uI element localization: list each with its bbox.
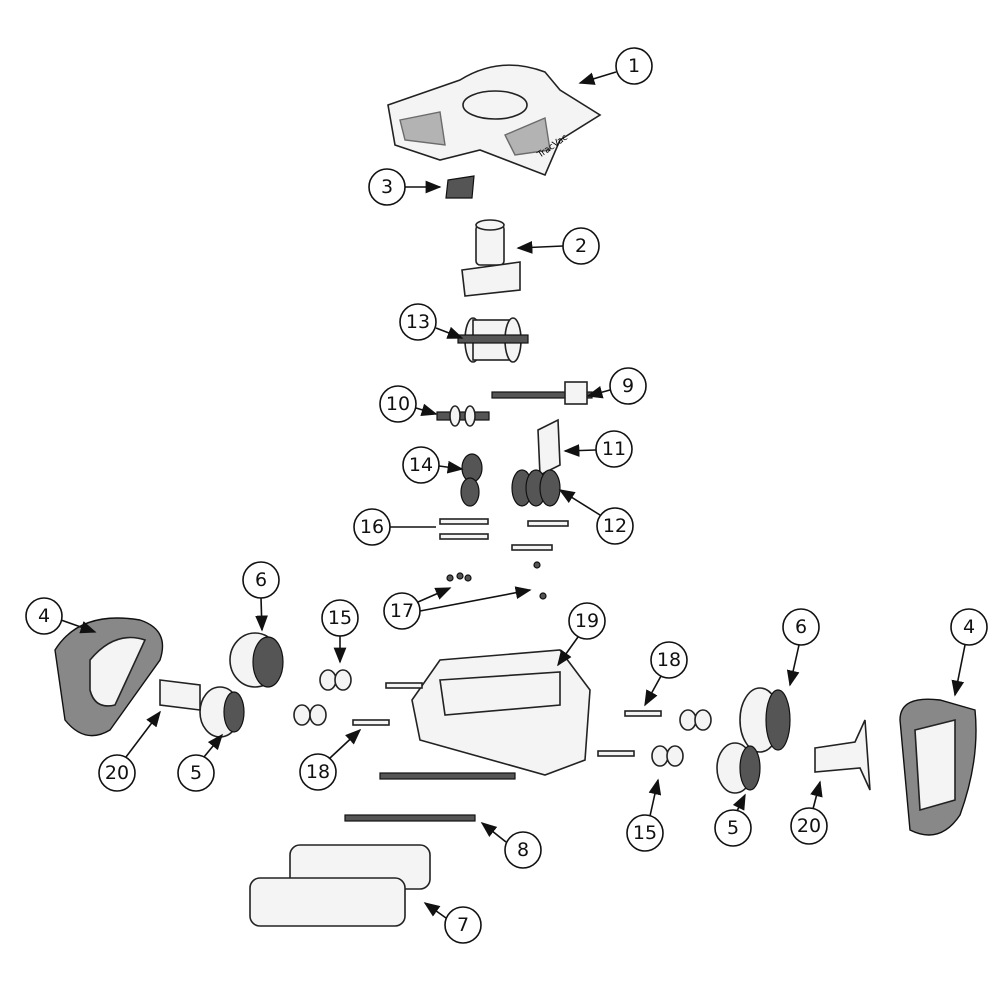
swivel-part xyxy=(461,219,521,297)
gear-plate-part xyxy=(537,418,561,477)
gear-cluster-right-part xyxy=(511,469,561,507)
svg-text:15: 15 xyxy=(633,822,657,844)
wheel-small-left-part xyxy=(199,686,245,738)
callout-8: 8 xyxy=(504,831,542,869)
callout-4-right: 4 xyxy=(950,608,988,646)
callout-14: 14 xyxy=(402,446,440,484)
callout-4-left: 4 xyxy=(25,597,63,635)
screws-part xyxy=(446,561,547,600)
wheel-large-right-part xyxy=(739,687,791,753)
svg-text:20: 20 xyxy=(797,815,821,837)
callout-10: 10 xyxy=(379,385,417,423)
callout-11: 11 xyxy=(595,430,633,468)
svg-text:5: 5 xyxy=(190,762,202,784)
svg-text:10: 10 xyxy=(386,393,410,415)
svg-text:7: 7 xyxy=(457,914,469,936)
svg-text:16: 16 xyxy=(360,516,384,538)
svg-text:18: 18 xyxy=(657,649,681,671)
callout-19: 19 xyxy=(568,602,606,640)
svg-text:2: 2 xyxy=(575,235,587,257)
bearings-left-part xyxy=(293,669,352,726)
svg-text:6: 6 xyxy=(255,569,267,591)
callout-1: 1 xyxy=(615,47,653,85)
svg-text:20: 20 xyxy=(105,762,129,784)
track-left-part xyxy=(54,617,164,737)
callout-18-left: 18 xyxy=(299,753,337,791)
svg-text:17: 17 xyxy=(390,600,414,622)
callout-18-right: 18 xyxy=(650,641,688,679)
svg-text:9: 9 xyxy=(622,375,634,397)
callout-2: 2 xyxy=(562,227,600,265)
bearings-right-part xyxy=(651,709,712,767)
callout-5-right: 5 xyxy=(714,809,752,847)
brush-rollers-part xyxy=(249,844,431,927)
callout-16: 16 xyxy=(353,508,391,546)
callout-15-right: 15 xyxy=(626,814,664,852)
svg-text:5: 5 xyxy=(727,817,739,839)
brush-shafts-part xyxy=(344,772,516,822)
svg-text:14: 14 xyxy=(409,454,433,476)
callout-7: 7 xyxy=(444,906,482,944)
callout-5-left: 5 xyxy=(177,754,215,792)
callout-20-right: 20 xyxy=(790,807,828,845)
svg-text:3: 3 xyxy=(381,176,393,198)
svg-text:6: 6 xyxy=(795,616,807,638)
wheel-large-left-part xyxy=(229,632,284,688)
svg-text:13: 13 xyxy=(406,311,430,333)
callout-9: 9 xyxy=(609,367,647,405)
drive-shaft-part xyxy=(491,381,593,405)
callout-15-left: 15 xyxy=(321,599,359,637)
axle-hub-right-part xyxy=(814,719,871,791)
gear-cluster-left-part xyxy=(460,453,483,507)
leader-arrows xyxy=(60,71,966,919)
callout-20-left: 20 xyxy=(98,754,136,792)
callout-3: 3 xyxy=(368,168,406,206)
svg-text:4: 4 xyxy=(38,605,50,627)
axle-pins-part xyxy=(352,682,662,757)
callout-13: 13 xyxy=(399,303,437,341)
callout-17: 17 xyxy=(383,592,421,630)
svg-text:1: 1 xyxy=(628,55,640,77)
chassis-part xyxy=(411,649,591,776)
svg-text:19: 19 xyxy=(575,610,599,632)
callout-6-right: 6 xyxy=(782,608,820,646)
flap-part xyxy=(445,175,475,199)
svg-text:15: 15 xyxy=(328,607,352,629)
callout-12: 12 xyxy=(596,507,634,545)
pins-part xyxy=(439,518,569,551)
axle-hub-left-part xyxy=(159,679,201,711)
svg-text:4: 4 xyxy=(963,616,975,638)
svg-text:18: 18 xyxy=(306,761,330,783)
wheel-small-right-part xyxy=(716,742,761,794)
svg-text:12: 12 xyxy=(603,515,627,537)
svg-text:8: 8 xyxy=(517,839,529,861)
gear-shaft-part xyxy=(436,405,490,427)
svg-text:11: 11 xyxy=(602,438,626,460)
callout-6-left: 6 xyxy=(242,561,280,599)
turbine-part xyxy=(457,317,529,363)
top-cover-part: TracVac xyxy=(387,64,602,177)
track-right-part xyxy=(899,698,977,836)
